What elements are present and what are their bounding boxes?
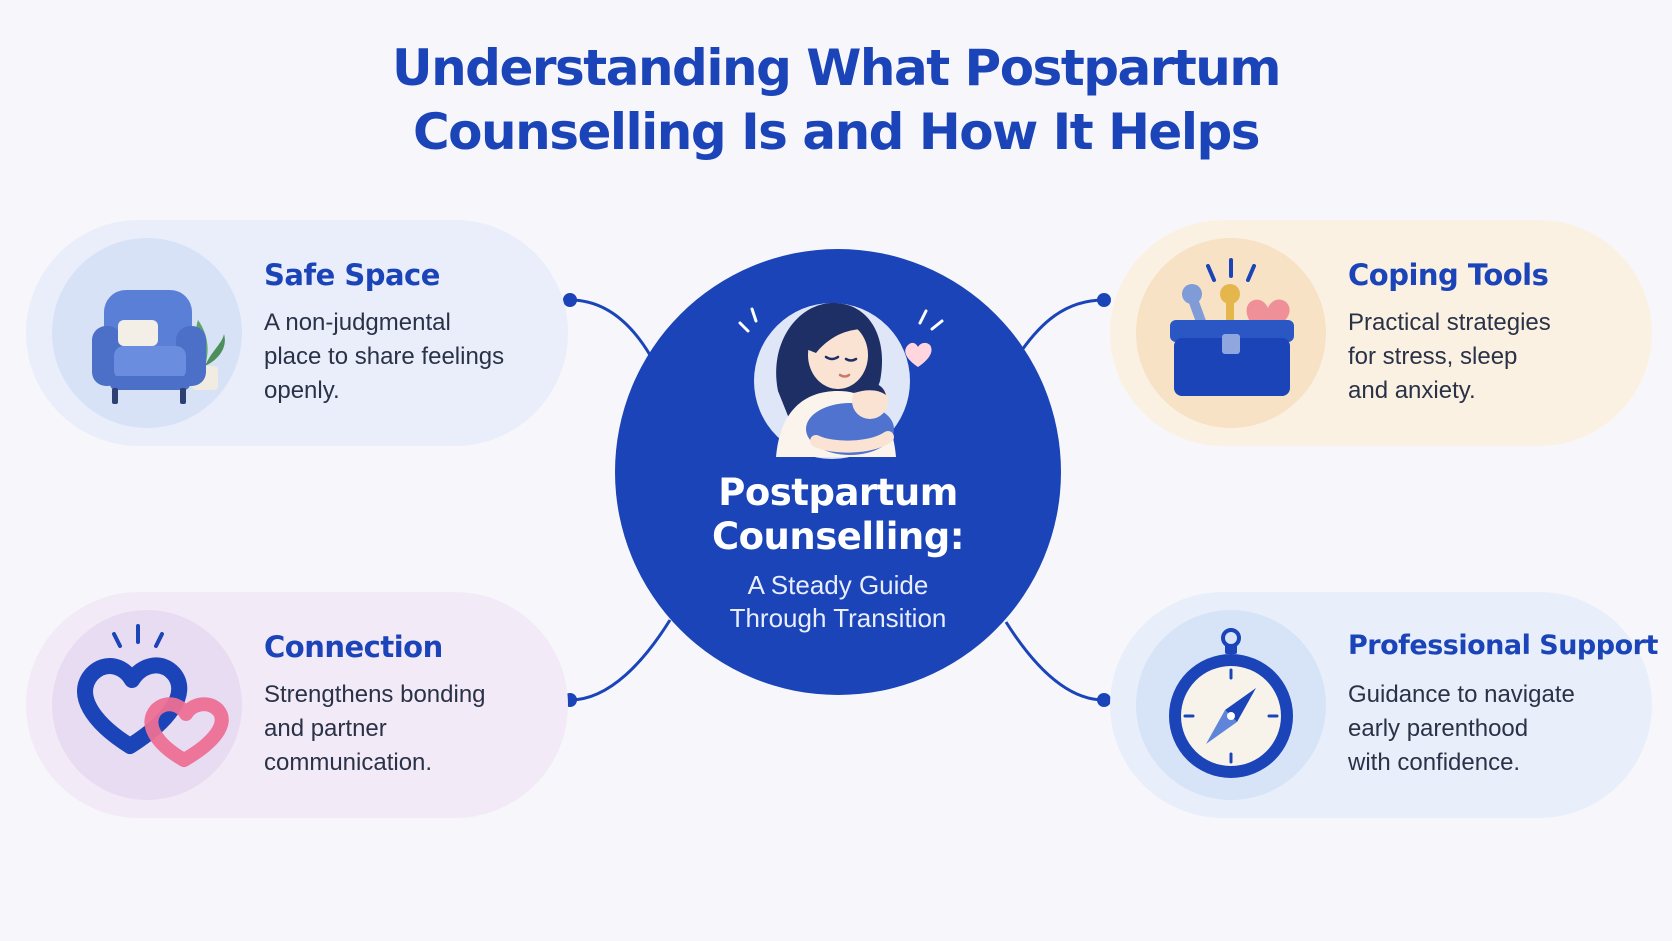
card-connection: Connection Strengthens bonding and partn… xyxy=(26,592,568,818)
hub-title-line-2: Counselling: xyxy=(711,515,965,558)
safe-space-line-1: A non-judgmental xyxy=(264,309,451,336)
connector-professional-support xyxy=(1004,621,1105,702)
professional-support-line-2: early parenthood xyxy=(1348,715,1529,742)
coping-tools-line-2: for stress, sleep xyxy=(1348,343,1518,370)
linked-hearts-icon xyxy=(77,624,229,767)
safe-space-line-2: place to share feelings xyxy=(264,343,505,370)
connection-icon-disc xyxy=(52,610,242,800)
connector-coping-tools xyxy=(1020,298,1105,351)
hub-subtitle: A Steady Guide Through Transition xyxy=(615,569,1061,635)
card-safe-space: Safe Space A non-judgmental place to sha… xyxy=(26,220,568,446)
safe-space-line-3: openly. xyxy=(264,377,340,404)
title-line-1: Understanding What Postpartum xyxy=(391,39,1282,97)
hub-subtitle-line-2: Through Transition xyxy=(729,603,947,633)
coping-tools-line-1: Practical strategies xyxy=(1348,309,1551,336)
connection-line-3: communication. xyxy=(264,749,433,776)
connection-description: Strengthens bonding and partner communic… xyxy=(264,678,564,780)
safe-space-heading: Safe Space xyxy=(264,258,440,292)
hub-title-line-1: Postpartum xyxy=(718,471,958,514)
connector-dot-coping-tools xyxy=(1097,293,1111,307)
coping-tools-description: Practical strategies for stress, sleep a… xyxy=(1348,306,1648,408)
coping-tools-heading: Coping Tools xyxy=(1348,258,1549,292)
coping-tools-line-3: and anxiety. xyxy=(1348,377,1476,404)
professional-support-description: Guidance to navigate early parenthood wi… xyxy=(1348,678,1648,780)
connection-line-1: Strengthens bonding xyxy=(264,681,486,708)
connector-dot-safe-space xyxy=(563,293,577,307)
armchair-icon xyxy=(92,290,225,404)
card-coping-tools: Coping Tools Practical strategies for st… xyxy=(1110,220,1652,446)
card-professional-support: Professional Support Guidance to navigat… xyxy=(1110,592,1658,818)
professional-support-icon-disc xyxy=(1136,610,1326,800)
toolbox-icon xyxy=(1170,258,1294,396)
professional-support-heading: Professional Support xyxy=(1348,630,1658,661)
connection-heading: Connection xyxy=(264,630,443,664)
connection-line-2: and partner xyxy=(264,715,387,742)
connector-connection xyxy=(569,619,672,702)
safe-space-icon-disc xyxy=(52,238,242,428)
central-hub: Postpartum Counselling: A Steady Guide T… xyxy=(615,249,1061,695)
page-title: Understanding What Postpartum Counsellin… xyxy=(0,36,1672,164)
professional-support-line-3: with confidence. xyxy=(1348,749,1521,776)
hub-subtitle-line-1: A Steady Guide xyxy=(747,570,929,600)
connector-safe-space xyxy=(569,298,652,356)
compass-icon xyxy=(1169,628,1293,778)
title-line-2: Counselling Is and How It Helps xyxy=(412,103,1261,161)
hub-title: Postpartum Counselling: xyxy=(615,471,1061,559)
coping-tools-icon-disc xyxy=(1136,238,1326,428)
connector-dot-professional-support xyxy=(1097,693,1111,707)
mother-holding-baby-icon xyxy=(738,302,944,459)
safe-space-description: A non-judgmental place to share feelings… xyxy=(264,306,564,408)
professional-support-line-1: Guidance to navigate xyxy=(1348,681,1575,708)
